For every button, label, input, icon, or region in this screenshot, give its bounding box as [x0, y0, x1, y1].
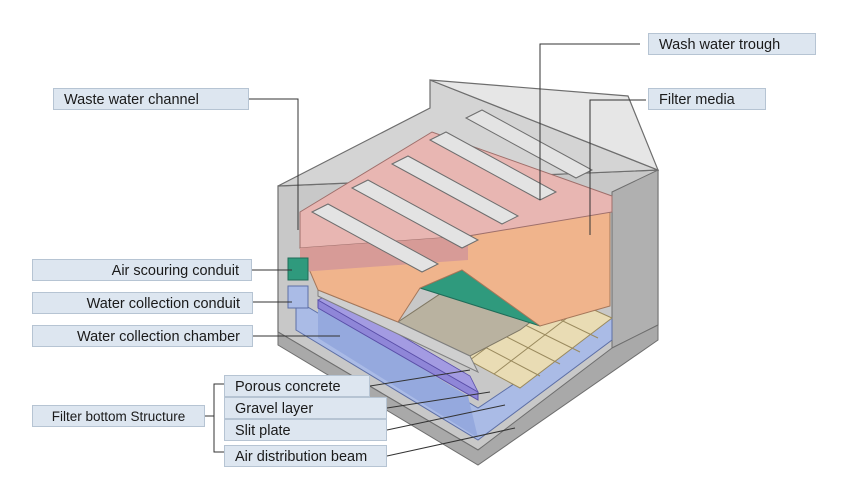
label-slit-plate: Slit plate [224, 419, 387, 441]
label-water-collection-conduit: Water collection conduit [32, 292, 253, 314]
water-collection-conduit-shape [287, 285, 309, 309]
label-air-scouring-conduit: Air scouring conduit [32, 259, 252, 281]
label-gravel-layer: Gravel layer [224, 397, 387, 419]
wash-water-troughs [310, 109, 594, 273]
label-waste-water-channel: Waste water channel [53, 88, 249, 110]
water-collection-chamber [295, 299, 613, 441]
label-filter-media: Filter media [648, 88, 766, 110]
label-porous-concrete: Porous concrete [224, 375, 370, 397]
leader-lines [205, 43, 646, 457]
air-scouring-conduit-shape [287, 257, 309, 281]
label-wash-water-trough: Wash water trough [648, 33, 816, 55]
label-water-collection-chamber: Water collection chamber [32, 325, 253, 347]
label-filter-bottom-structure: Filter bottom Structure [32, 405, 205, 427]
label-air-distribution-beam: Air distribution beam [224, 445, 387, 467]
